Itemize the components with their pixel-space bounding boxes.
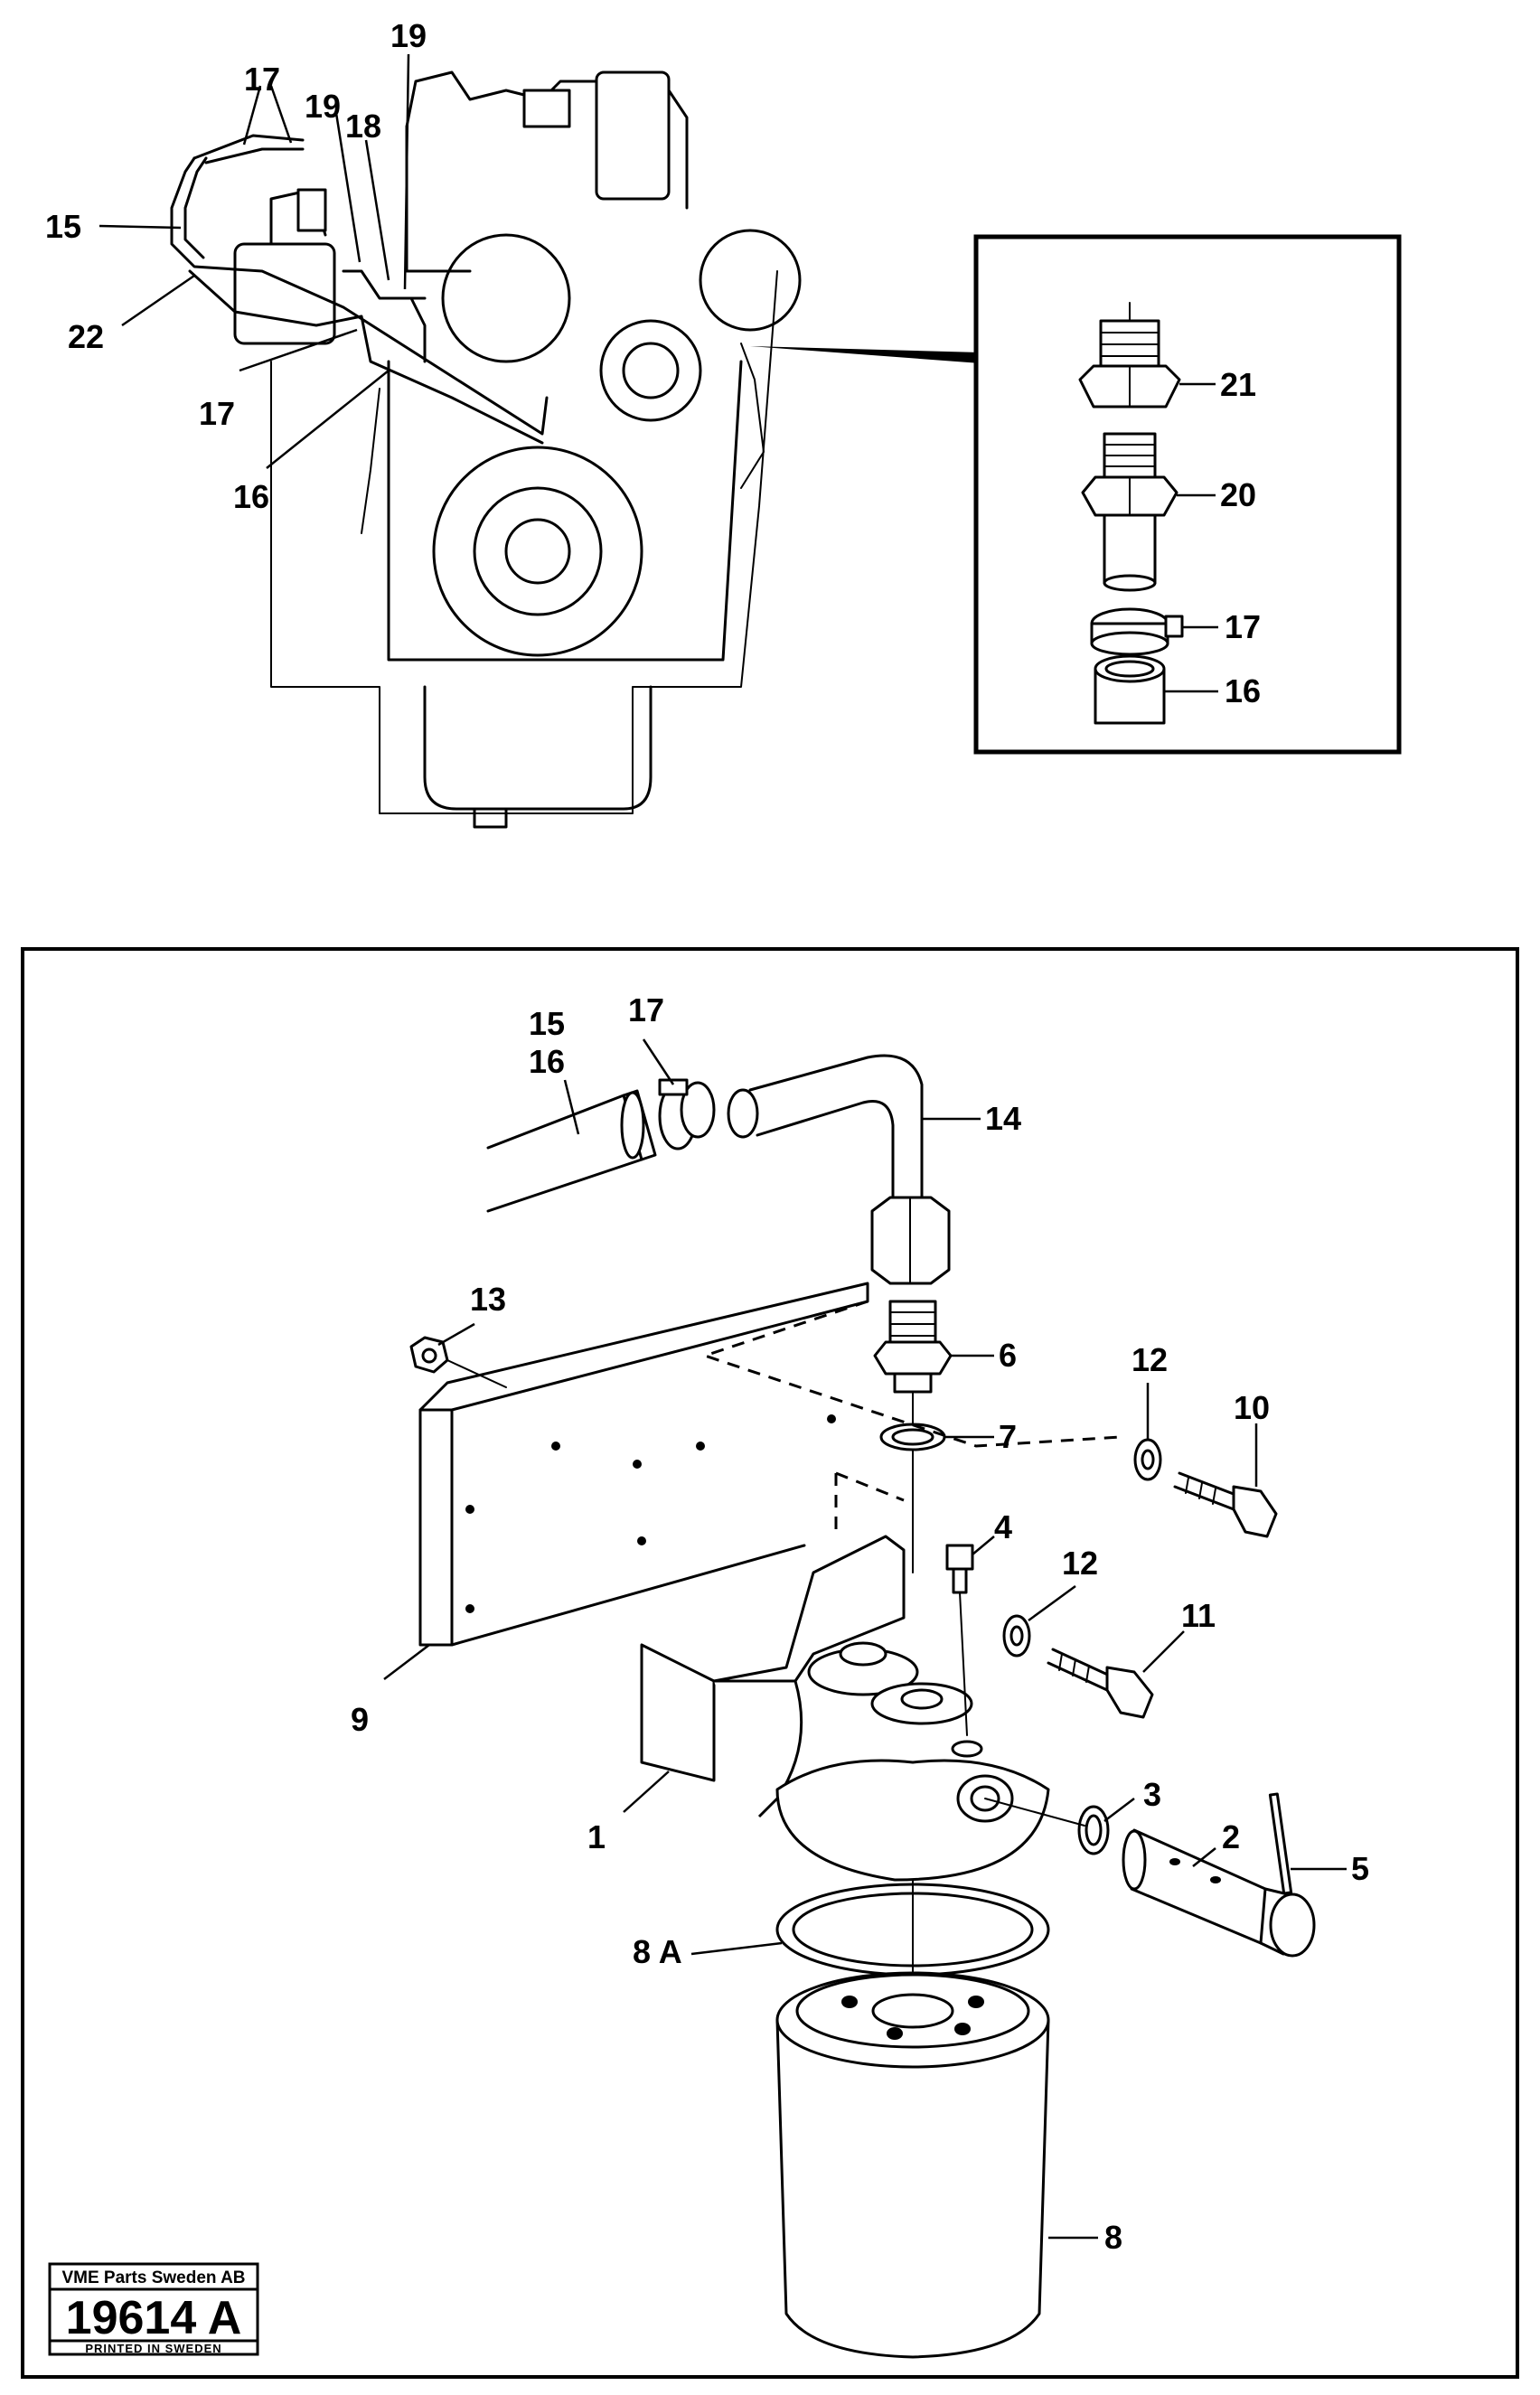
exploded-callout-11: 11	[1181, 1597, 1216, 1634]
exploded-callout-14: 14	[985, 1100, 1021, 1137]
exploded-callout-1: 1	[587, 1818, 606, 1855]
inset-pointer	[750, 346, 981, 363]
top-callout-18: 18	[345, 108, 381, 145]
exploded-callout-8a: 8 A	[633, 1933, 682, 1970]
engine-overview-illustration	[170, 70, 802, 829]
top-callout-16: 16	[233, 478, 269, 515]
top-callout-17: 17	[244, 61, 280, 98]
top-callout-22: 22	[68, 318, 104, 355]
exploded-callout-16: 16	[529, 1043, 565, 1080]
exploded-callout-5: 5	[1351, 1850, 1369, 1887]
exploded-callout-10: 10	[1234, 1389, 1270, 1426]
stamp-drawing-number: 19614 A	[66, 2292, 242, 2344]
drawing-stamp	[48, 2262, 259, 2356]
exploded-callout-12-lower: 12	[1062, 1545, 1098, 1582]
exploded-callout-7: 7	[999, 1418, 1017, 1455]
top-callout-17-lower: 17	[199, 395, 235, 432]
inset-detail-box	[973, 234, 1402, 755]
exploded-callout-9: 9	[351, 1701, 369, 1738]
exploded-callout-12-upper: 12	[1132, 1341, 1168, 1378]
top-callout-15: 15	[45, 208, 81, 245]
exploded-view-illustration	[409, 1054, 1316, 2359]
exploded-callout-3: 3	[1143, 1776, 1161, 1813]
top-callout-19-lower: 19	[305, 88, 341, 125]
inset-callout-20: 20	[1220, 476, 1256, 513]
exploded-callout-8: 8	[1104, 2219, 1122, 2256]
stamp-footer: PRINTED IN SWEDEN	[85, 2342, 221, 2355]
exploded-callout-13: 13	[470, 1281, 506, 1318]
exploded-callout-17: 17	[628, 991, 664, 1028]
exploded-callout-6: 6	[999, 1337, 1017, 1374]
top-callout-19-upper: 19	[390, 17, 427, 54]
stamp-company: VME Parts Sweden AB	[61, 2268, 245, 2287]
exploded-callout-15: 15	[529, 1005, 565, 1042]
exploded-callout-4: 4	[994, 1508, 1012, 1545]
inset-callout-17: 17	[1225, 608, 1261, 645]
inset-callout-21: 21	[1220, 366, 1256, 403]
inset-callout-16: 16	[1225, 672, 1261, 709]
top-callout-leaders	[99, 53, 410, 469]
exploded-view-frame	[21, 947, 1519, 2379]
exploded-callout-2: 2	[1222, 1818, 1240, 1855]
exploded-callout-leaders	[383, 1038, 1347, 2240]
